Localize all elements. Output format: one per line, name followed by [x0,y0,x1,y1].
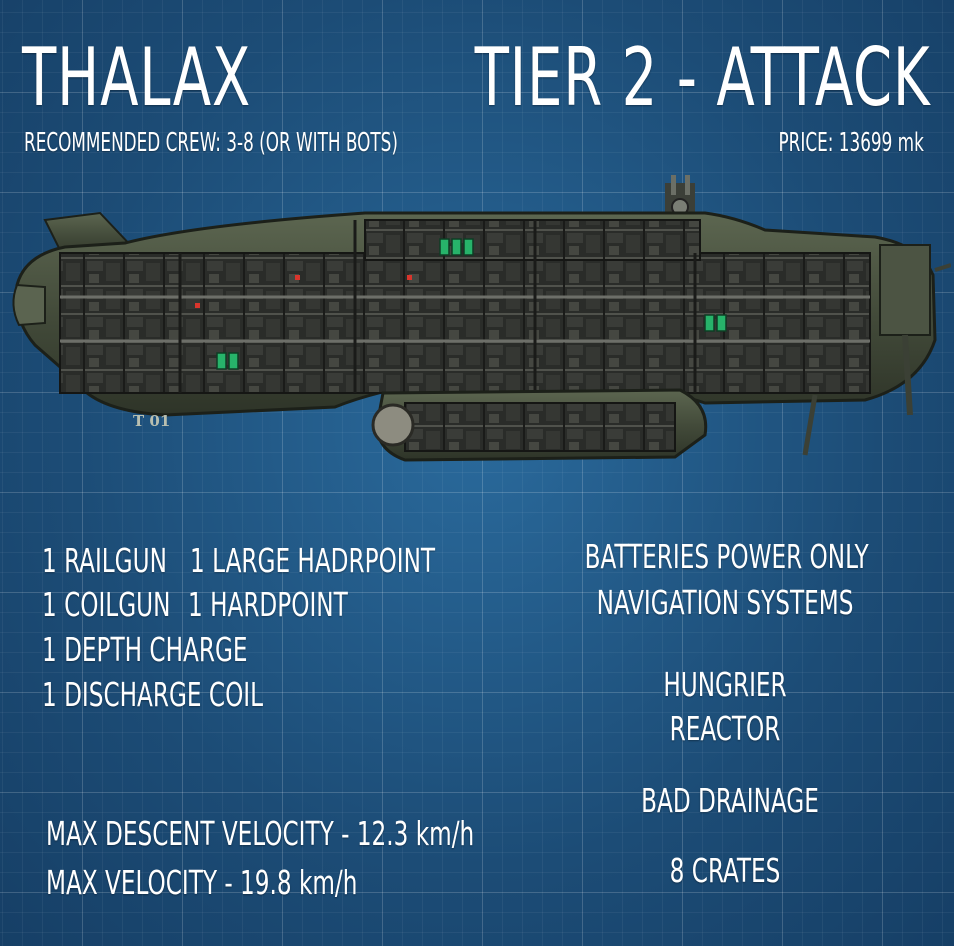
weapon-hardpoint: 1 HARDPOINT [188,585,348,624]
trait-crates: 8 CRATES [669,851,781,890]
weapon-depth-charge: 1 DEPTH CHARGE [42,630,248,669]
trait-reactor: REACTOR [669,709,781,748]
interior-decks [59,252,871,394]
submarine-illustration: T 01 [12,175,951,462]
weapon-coilgun: 1 COILGUN [42,585,171,624]
trait-batteries: BATTERIES POWER ONLY [584,537,869,576]
ship-price: PRICE: 13699 mk [778,128,924,158]
weapon-railgun: 1 RAILGUN [42,541,167,580]
trait-hungrier: HUNGRIER [663,665,787,704]
stat-max-velocity: MAX VELOCITY - 19.8 km/h [46,863,358,902]
ship-name: THALAX [22,31,252,124]
sonar-dome [371,403,415,447]
stat-max-descent: MAX DESCENT VELOCITY - 12.3 km/h [46,814,475,853]
hull-marking: T 01 [133,412,170,430]
weapon-discharge-coil: 1 DISCHARGE COIL [42,675,264,714]
trait-bad-drainage: BAD DRAINAGE [641,781,819,820]
weapon-large-hardpoint: 1 LARGE HADRPOINT [190,541,436,580]
ship-tier: TIER 2 - ATTACK [474,31,930,124]
control-terminals [216,238,727,426]
rear-struts [802,244,951,456]
trait-navigation: NAVIGATION SYSTEMS [596,583,854,622]
recommended-crew: RECOMMENDED CREW: 3-8 (OR WITH BOTS) [24,128,398,158]
